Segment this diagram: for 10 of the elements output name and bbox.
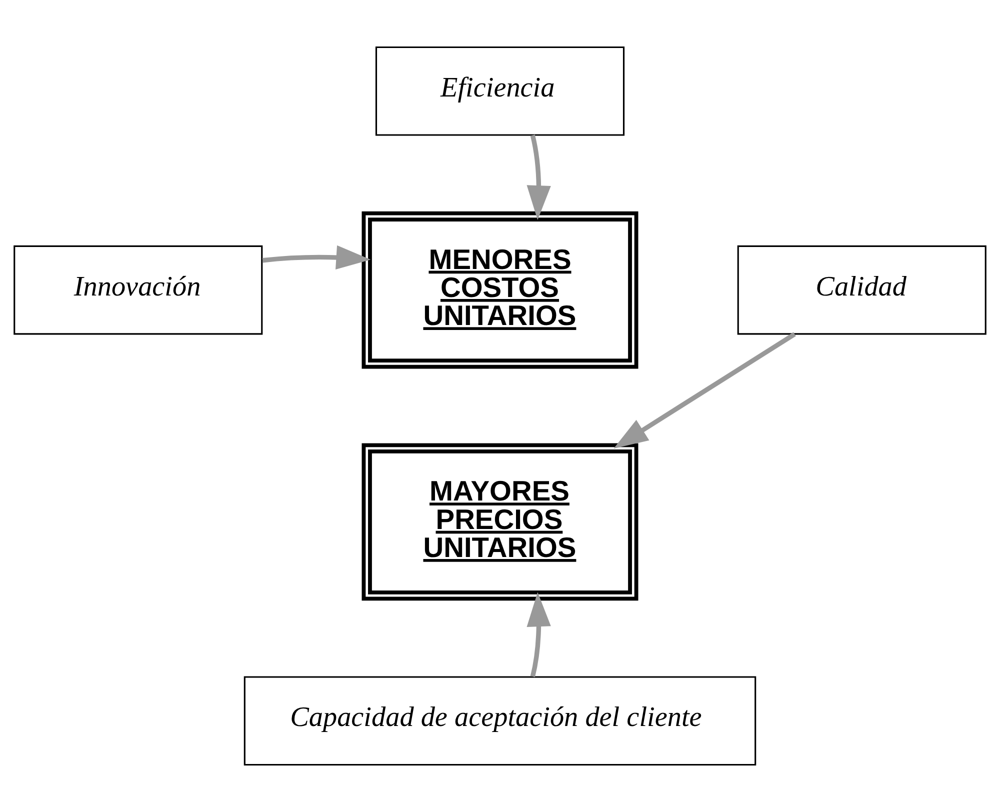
arrow [526, 134, 551, 220]
node-box: MAYORES PRECIOS UNITARIOS [362, 442, 638, 600]
node-box: Calidad [737, 244, 986, 334]
arrow [614, 332, 796, 448]
node-box: Eficiencia [375, 46, 625, 136]
node-box: MENORES COSTOS UNITARIOS [362, 210, 638, 368]
arrow [262, 244, 371, 269]
node-box: Innovación [14, 244, 263, 334]
node-box: Capacidad de aceptación del cliente [244, 676, 756, 766]
arrow [526, 592, 551, 677]
